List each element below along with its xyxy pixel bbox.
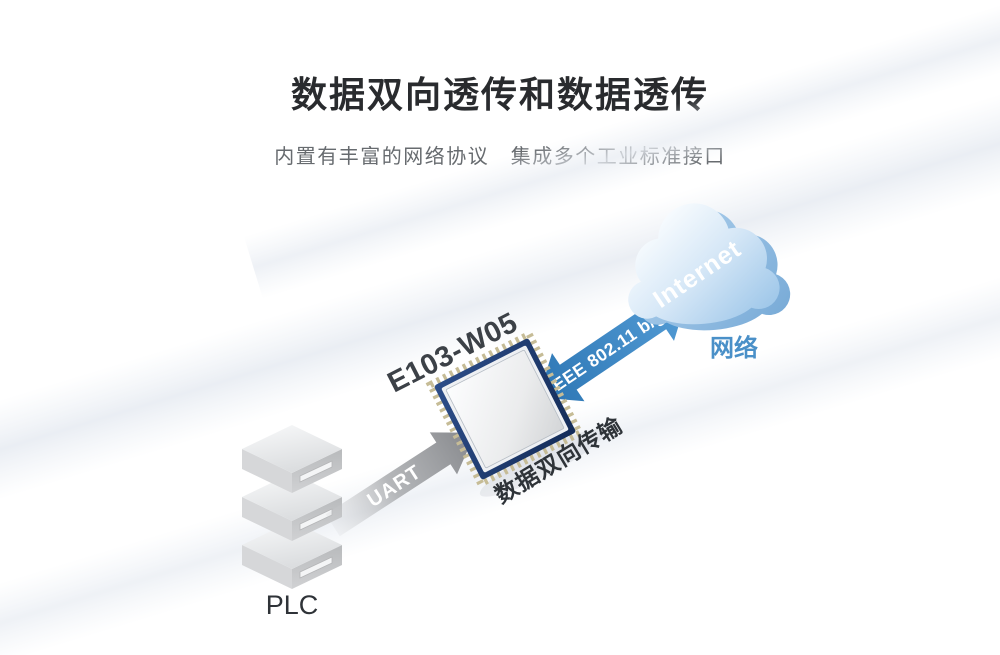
- chip-shadow: [479, 429, 606, 497]
- page-title: 数据双向透传和数据透传: [290, 74, 709, 115]
- internet-cloud: Internet: [620, 196, 793, 337]
- uart-arrow-shape: [325, 432, 476, 537]
- plc-label: PLC: [266, 590, 319, 620]
- chip-face-icon: [445, 349, 565, 469]
- network-label: 网络: [710, 334, 758, 362]
- plc-stack: [241, 424, 343, 590]
- module-chip: [425, 329, 585, 489]
